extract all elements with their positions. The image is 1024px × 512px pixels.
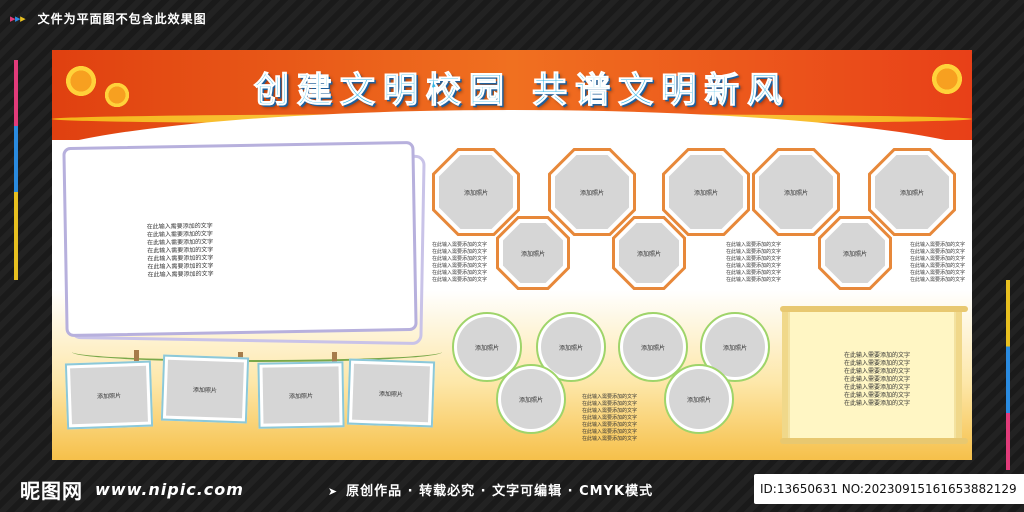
arrow-icon: ▸ [20,11,25,25]
top-notice-bar: ▸ ▸ ▸ 文件为平面图不包含此效果图 [0,0,1024,36]
arrow-icons: ▸ ▸ ▸ [10,11,25,25]
board-title: 创建文明校园 共谱文明新风 [253,70,791,112]
display-board: 创建文明校园 共谱文明新风 在此输入需要添加的文字 在此输入需要添加的文字 在此… [52,50,972,460]
scroll-text-block: 在此输入需要添加的文字在此输入需要添加的文字在此输入需要添加的文字在此输入需要添… [844,352,911,407]
octagon-photo[interactable]: 添加照片 [612,216,686,290]
circle-photo[interactable]: 添加照片 [700,312,770,382]
caption-text-block: 在此输入需要添加的文字在此输入需要添加的文字在此输入需要添加的文字在此输入需要添… [432,242,488,283]
top-note: 文件为平面图不包含此效果图 [37,11,207,26]
arrow-icon: ▸ [10,11,15,25]
footer-slogan: ➤原创作品 · 转载必究 · 文字可编辑 · CMYK模式 [327,483,654,499]
sunflower-icon [920,52,972,106]
left-color-bar [14,60,18,280]
clothespin-icon [134,350,139,362]
caption-text-block: 在此输入需要添加的文字在此输入需要添加的文字在此输入需要添加的文字在此输入需要添… [726,242,782,283]
frame-text-block: 在此输入需要添加的文字 在此输入需要添加的文字 在此输入需要添加的文字 在此输入… [146,222,214,279]
hanging-photo[interactable]: 添加照片 [346,358,436,428]
right-color-bar [1006,280,1010,470]
id-info-box: ID:13650631 NO:20230915161653882129 [754,474,1024,504]
octagon-photo[interactable]: 添加照片 [662,148,750,236]
scroll-text-panel: 在此输入需要添加的文字在此输入需要添加的文字在此输入需要添加的文字在此输入需要添… [780,306,968,444]
hanging-photo[interactable]: 添加照片 [64,360,154,430]
footer-bar: 昵图网 www.nipic.com ➤原创作品 · 转载必究 · 文字可编辑 ·… [0,466,1024,512]
vine-decoration [72,342,442,362]
octagon-photo[interactable]: 添加照片 [548,148,636,236]
circle-photo[interactable]: 添加照片 [618,312,688,382]
site-url[interactable]: www.nipic.com [95,479,244,499]
octagon-photo[interactable]: 添加照片 [818,216,892,290]
arrow-icon: ➤ [327,484,339,498]
circle-photo[interactable]: 添加照片 [452,312,522,382]
caption-text-block: 在此输入需要添加的文字在此输入需要添加的文字在此输入需要添加的文字在此输入需要添… [910,242,966,283]
circle-photo[interactable]: 添加照片 [536,312,606,382]
octagon-photo[interactable]: 添加照片 [496,216,570,290]
circle-photo[interactable]: 添加照片 [496,364,566,434]
circle-photo[interactable]: 添加照片 [664,364,734,434]
sunflower-icon [94,72,140,118]
octagon-photo[interactable]: 添加照片 [432,148,520,236]
caption-text-block: 在此输入需要添加的文字在此输入需要添加的文字在此输入需要添加的文字在此输入需要添… [582,394,638,442]
hanging-photo[interactable]: 添加照片 [257,361,345,429]
clothespin-icon [332,352,337,364]
hanging-photo[interactable]: 添加照片 [160,354,250,424]
text-frame: 在此输入需要添加的文字 在此输入需要添加的文字 在此输入需要添加的文字 在此输入… [62,140,418,338]
sunflower-icon [54,54,108,108]
arrow-icon: ▸ [15,11,20,25]
nipic-logo: 昵图网 [20,478,83,503]
octagon-photo[interactable]: 添加照片 [752,148,840,236]
octagon-photo[interactable]: 添加照片 [868,148,956,236]
